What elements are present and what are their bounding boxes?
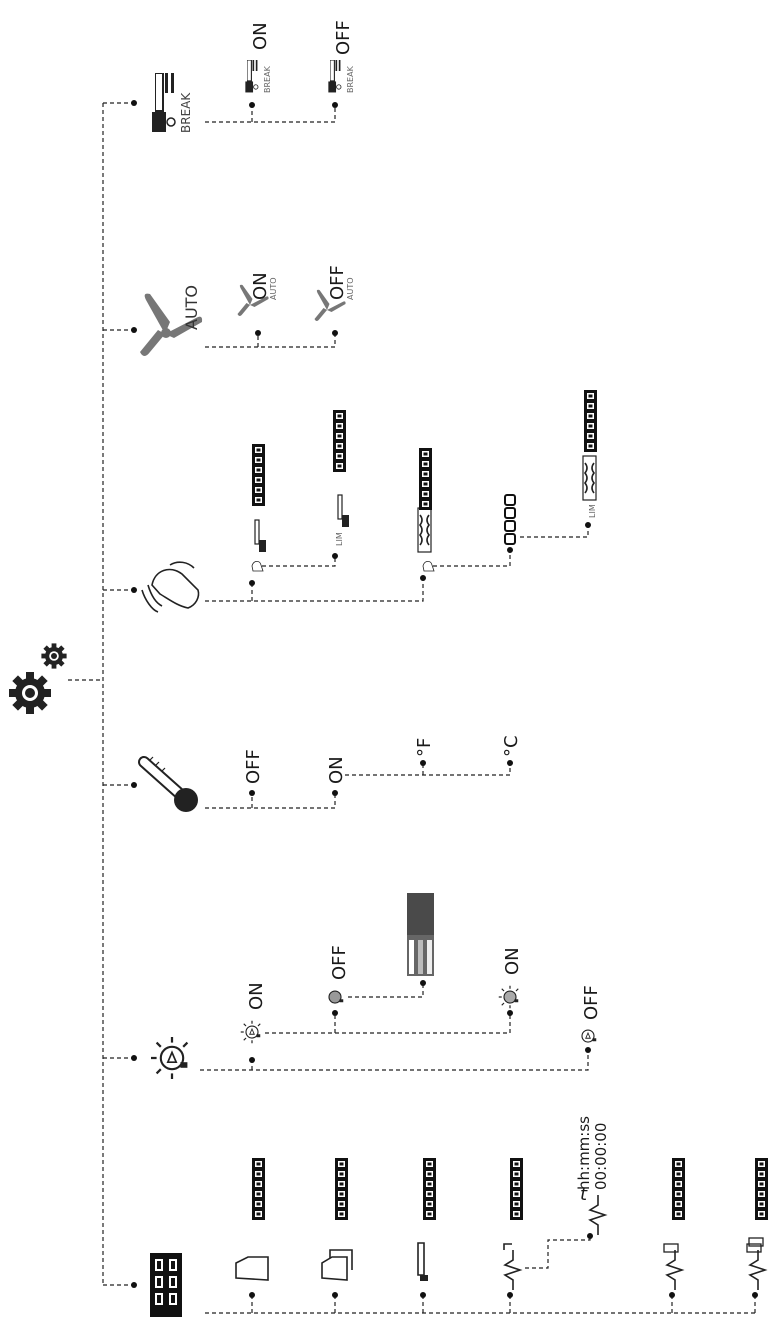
counter-short bbox=[504, 494, 516, 545]
break-off-sub-label: BREAK bbox=[346, 65, 355, 93]
break-icon[interactable] bbox=[152, 73, 176, 132]
fan-auto-label: AUTO bbox=[182, 285, 201, 330]
pulse-icon[interactable] bbox=[503, 1243, 523, 1290]
fan-icon[interactable] bbox=[140, 293, 203, 356]
time-format-label: hh:mm:ss bbox=[575, 1116, 593, 1190]
light-off-icon[interactable] bbox=[328, 990, 344, 1004]
brush-limit-connector bbox=[262, 558, 336, 567]
brush-limit-icon[interactable] bbox=[337, 494, 349, 527]
counter-brush bbox=[252, 444, 265, 506]
counter-steam-wand bbox=[423, 1158, 436, 1220]
alarm-trunk bbox=[205, 580, 424, 602]
break-on-sub-label: BREAK bbox=[263, 65, 272, 93]
counter-pulse-double-cup bbox=[755, 1158, 768, 1220]
gears-icon[interactable] bbox=[9, 643, 67, 714]
counter-display-icon[interactable] bbox=[150, 1253, 182, 1317]
light-on-bright-icon[interactable] bbox=[498, 985, 519, 1009]
break-on-icon[interactable] bbox=[245, 60, 259, 93]
counter-filter bbox=[419, 448, 432, 510]
fan-off-auto-label: AUTO bbox=[346, 277, 355, 300]
service-bell-2-icon[interactable] bbox=[422, 560, 435, 572]
break-label: BREAK bbox=[179, 92, 193, 133]
fan-off-label: OFF bbox=[327, 265, 348, 300]
fahrenheit-label: °F bbox=[414, 738, 435, 757]
filter-icon[interactable] bbox=[417, 507, 432, 553]
counters-drops bbox=[251, 1295, 756, 1313]
break-off-label: OFF bbox=[333, 20, 354, 55]
break-off-icon[interactable] bbox=[328, 60, 342, 93]
filter-limit-icon[interactable] bbox=[582, 455, 597, 501]
double-cup-icon[interactable] bbox=[321, 1249, 353, 1281]
time-value-label: 00:00:00 bbox=[592, 1123, 610, 1190]
light-off-2-icon[interactable] bbox=[581, 1029, 597, 1043]
temperature-off-label: OFF bbox=[243, 749, 264, 784]
bell-icon[interactable] bbox=[141, 561, 200, 613]
temperature-trunk bbox=[205, 795, 336, 809]
celsius-label: °C bbox=[501, 735, 522, 757]
filter-limit-label: LIM bbox=[588, 504, 597, 518]
light-off-2-label: OFF bbox=[581, 985, 602, 1020]
counter-double-cup bbox=[335, 1158, 348, 1220]
light-on-label: ON bbox=[246, 982, 267, 1010]
fan-on-label: ON bbox=[250, 272, 271, 300]
brush-icon[interactable] bbox=[254, 519, 266, 552]
pulse-cup-icon[interactable] bbox=[663, 1243, 685, 1290]
filter-limit-connector bbox=[520, 527, 589, 538]
light-off-label: OFF bbox=[329, 945, 350, 980]
counter-pulse bbox=[510, 1158, 523, 1220]
light-sub-trunk bbox=[265, 1013, 511, 1034]
counter-filter-limit bbox=[584, 390, 597, 452]
pulse-double-cup-icon[interactable] bbox=[746, 1237, 768, 1290]
thermometer-icon[interactable] bbox=[138, 756, 198, 812]
fan-off-icon[interactable] bbox=[314, 289, 346, 321]
break-on-label: ON bbox=[250, 22, 271, 50]
single-cup-icon[interactable] bbox=[235, 1256, 269, 1281]
light-on-icon[interactable] bbox=[240, 1020, 261, 1044]
intensity-connector bbox=[348, 985, 424, 998]
brush-limit-label: LIM bbox=[335, 532, 344, 546]
light-on-2-label: ON bbox=[502, 947, 523, 975]
fan-trunk bbox=[205, 335, 336, 348]
temperature-on-label: ON bbox=[326, 756, 347, 784]
cup-light-icon[interactable] bbox=[149, 1035, 189, 1081]
light-trunk bbox=[200, 1050, 589, 1071]
intensity-bar[interactable] bbox=[407, 893, 434, 976]
break-trunk bbox=[205, 107, 336, 123]
temperature-unit-trunk bbox=[345, 765, 511, 776]
pulse-timer-connector bbox=[525, 1238, 591, 1269]
filter-sub-connector bbox=[433, 552, 511, 567]
steam-wand-icon[interactable] bbox=[417, 1242, 428, 1281]
fan-on-icon[interactable] bbox=[237, 284, 269, 316]
fan-on-auto-label: AUTO bbox=[269, 277, 278, 300]
pulse-timer-icon[interactable]: t bbox=[580, 1184, 608, 1235]
counter-single-cup bbox=[252, 1158, 265, 1220]
timer-t-label: t bbox=[580, 1184, 588, 1205]
service-bell-icon[interactable] bbox=[251, 560, 264, 572]
counter-brush-limit bbox=[333, 410, 346, 472]
counter-pulse-cup bbox=[672, 1158, 685, 1220]
